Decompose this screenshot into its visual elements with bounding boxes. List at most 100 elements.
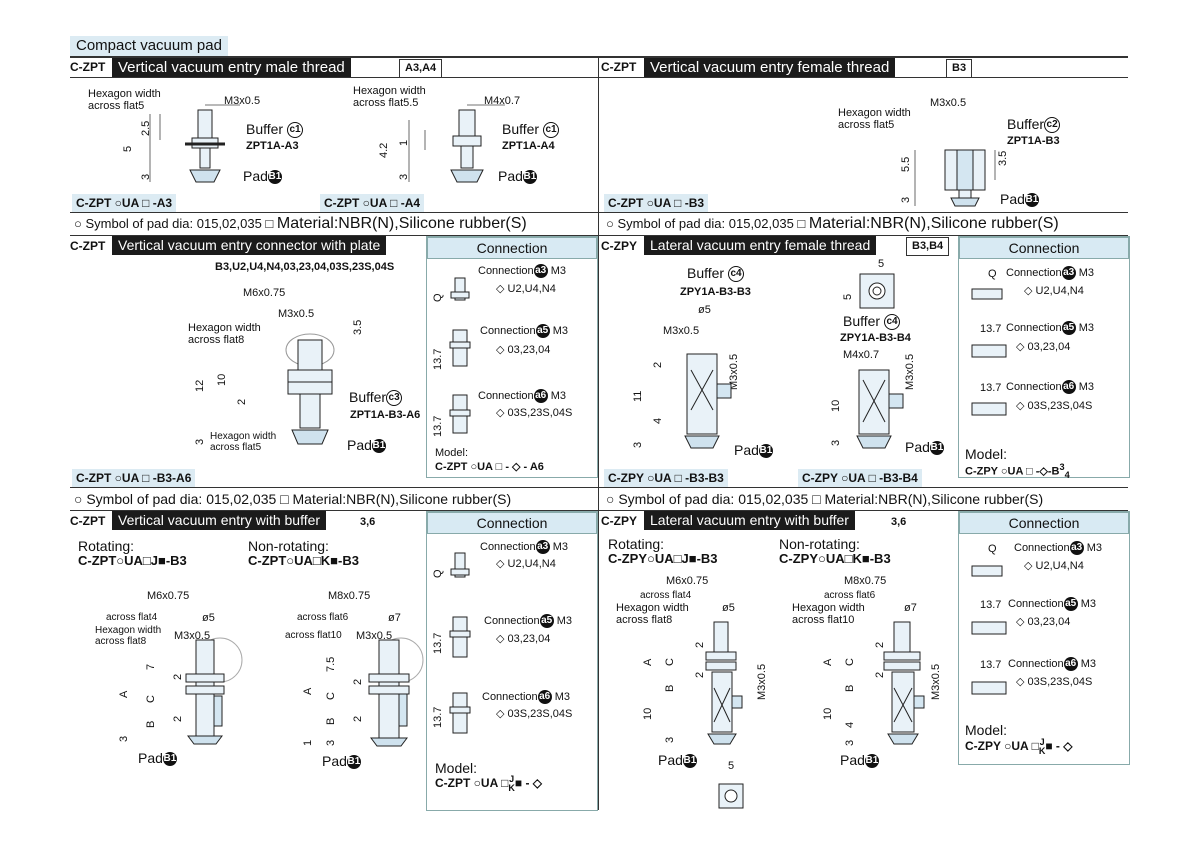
dim-label: 13.7 [980, 323, 1002, 335]
connector-drawings [449, 277, 471, 434]
buffer-label: Buffer c4 [687, 265, 744, 283]
thread-label: M4x0.7 [843, 349, 880, 361]
pad-drawing-b3 [914, 149, 996, 207]
dia-label: ø7 [388, 612, 401, 624]
dia-label: ø5 [202, 612, 215, 624]
dim-label: 4.2 [378, 142, 390, 158]
connection-codes: ◇ 03,23,04 [1016, 616, 1071, 628]
pad-top-view [859, 273, 895, 309]
spec-note: ○ Symbol of pad dia: 015,02,035 □ Materi… [606, 491, 1044, 507]
section-code: C-ZPT [70, 60, 106, 74]
section-tag: 3,6 [360, 516, 376, 528]
connection-item: Connectiona5 M3 [1006, 321, 1094, 335]
pad-drawing-vertical-buffer-2 [368, 637, 424, 747]
dim-label: 13.7 [980, 659, 1002, 671]
connection-item: Connectiona5 M3 [480, 324, 568, 338]
connection-header: Connection [427, 512, 597, 534]
top-rule [70, 56, 1128, 58]
dim-label: C [325, 692, 337, 700]
dim-label: 13.7 [432, 706, 444, 728]
model-code: C-ZPT ○UA □ - ◇ - A6 [435, 461, 544, 473]
page-title: Compact vacuum pad [70, 36, 228, 56]
dim-label: A [118, 690, 130, 698]
thread-label: M6x0.75 [666, 575, 709, 587]
thread-label: M3x0.5 [224, 95, 261, 107]
dim-label: 3 [632, 441, 644, 448]
rotating-model: C-ZPY○UA□J■-B3 [608, 551, 718, 566]
dia-label: ø7 [904, 602, 917, 614]
nonrotating-model: C-ZPT○UA□K■-B3 [248, 553, 359, 568]
pad-label: PadB1 [658, 752, 697, 769]
dim-label: Q [432, 293, 444, 302]
rotating-label: Rotating: [608, 536, 665, 552]
thread-label: M3x0.5 [174, 630, 211, 642]
section-title: Vertical vacuum entry male thread [112, 58, 351, 77]
connection-codes: ◇ U2,U4,N4 [496, 558, 556, 570]
dim-label: 3 [830, 439, 842, 446]
pad-drawing-lateral-b3 [684, 353, 732, 449]
connection-codes: ◇ U2,U4,N4 [496, 283, 556, 295]
hex-label: Hexagon width across flat5 [88, 88, 161, 112]
connection-codes: ◇ 03,23,04 [496, 344, 551, 356]
section-tag: A3,A4 [399, 59, 443, 78]
part-number: ZPT1A-A3 [246, 140, 299, 152]
dim-label: A [822, 658, 834, 666]
dim-label: 3 [118, 735, 130, 742]
dim-label: 3 [664, 736, 676, 743]
connector-drawings [971, 288, 1007, 416]
nonrotating-label: Non-rotating: [779, 536, 860, 552]
pad-drawing-lateral-buffer-2 [883, 621, 925, 745]
section-code: C-ZPT [70, 239, 106, 253]
buffer-label: Buffer c1 [246, 121, 303, 139]
pad-label: PadB1 [905, 439, 944, 456]
hex-label: across flat10 [285, 630, 342, 641]
af-label: across flat6 [824, 590, 876, 601]
pad-drawing-a3 [149, 104, 240, 183]
model-label: Model: [435, 447, 469, 459]
buffer-label: Buffer c4 [843, 313, 900, 331]
dim-label: 3 [844, 739, 856, 746]
pad-drawing-lateral-b4 [856, 369, 904, 449]
pad-drawing-lateral-buffer-1 [705, 621, 743, 745]
hex-label: Hexagon width across flat5.5 [353, 85, 426, 109]
model-code: C-ZPT ○UA □ -B3 [604, 194, 709, 212]
model-code: C-ZPT ○UA □ -B3-A6 [72, 469, 196, 487]
spec-note: ○ Symbol of pad dia: 015,02,035 □ Materi… [74, 215, 527, 232]
connection-item: Connectiona6 M3 [1008, 657, 1096, 671]
connector-drawings [971, 565, 1007, 695]
part-number: ZPT1A-B3-A6 [350, 409, 421, 421]
dia-label: ø5 [722, 602, 735, 614]
buffer-label: Buffer c1 [502, 121, 559, 139]
connection-codes: ◇ 03S,23S,04S [1016, 400, 1093, 412]
rotating-label: Rotating: [78, 538, 135, 554]
pad-label: PadB1 [840, 752, 879, 769]
dim-label: 4 [652, 417, 664, 424]
dim-label: Q [988, 543, 997, 555]
dim-label: C [664, 658, 676, 666]
part-number: ZPT1A-B3 [1007, 135, 1060, 147]
dim-label: 7.5 [325, 656, 337, 672]
af-label: across flat4 [640, 590, 692, 601]
dim-label: A [302, 687, 314, 695]
connection-item: Connectiona3 M3 [480, 540, 568, 554]
dim-label: 2 [652, 361, 664, 368]
dim-label: Q [988, 268, 997, 280]
dim-label: B [325, 717, 337, 725]
model-code: C-ZPT ○UA □ -A3 [72, 194, 177, 212]
dim-label: C [844, 658, 856, 666]
model-code: C-ZPY ○UA □ -B3-B3 [604, 469, 728, 487]
part-number: ZPY1A-B3-B3 [680, 286, 751, 298]
part-number: ZPY1A-B3-B4 [840, 332, 911, 344]
thread-label: M8x0.75 [328, 590, 371, 602]
connection-item: Connectiona6 M3 [1006, 380, 1094, 394]
dim-label: 5 [878, 258, 885, 270]
dim-label: 10 [822, 707, 834, 720]
section-title: Vertical vacuum entry connector with pla… [112, 236, 387, 255]
model-label: Model: [965, 722, 1008, 738]
pad-drawing-a4 [408, 104, 505, 183]
pad-label: PadB1 [322, 753, 361, 770]
rotating-model: C-ZPT○UA□J■-B3 [78, 553, 187, 568]
pad-label: PadB1 [347, 437, 386, 454]
section-code: C-ZPT [601, 60, 637, 74]
